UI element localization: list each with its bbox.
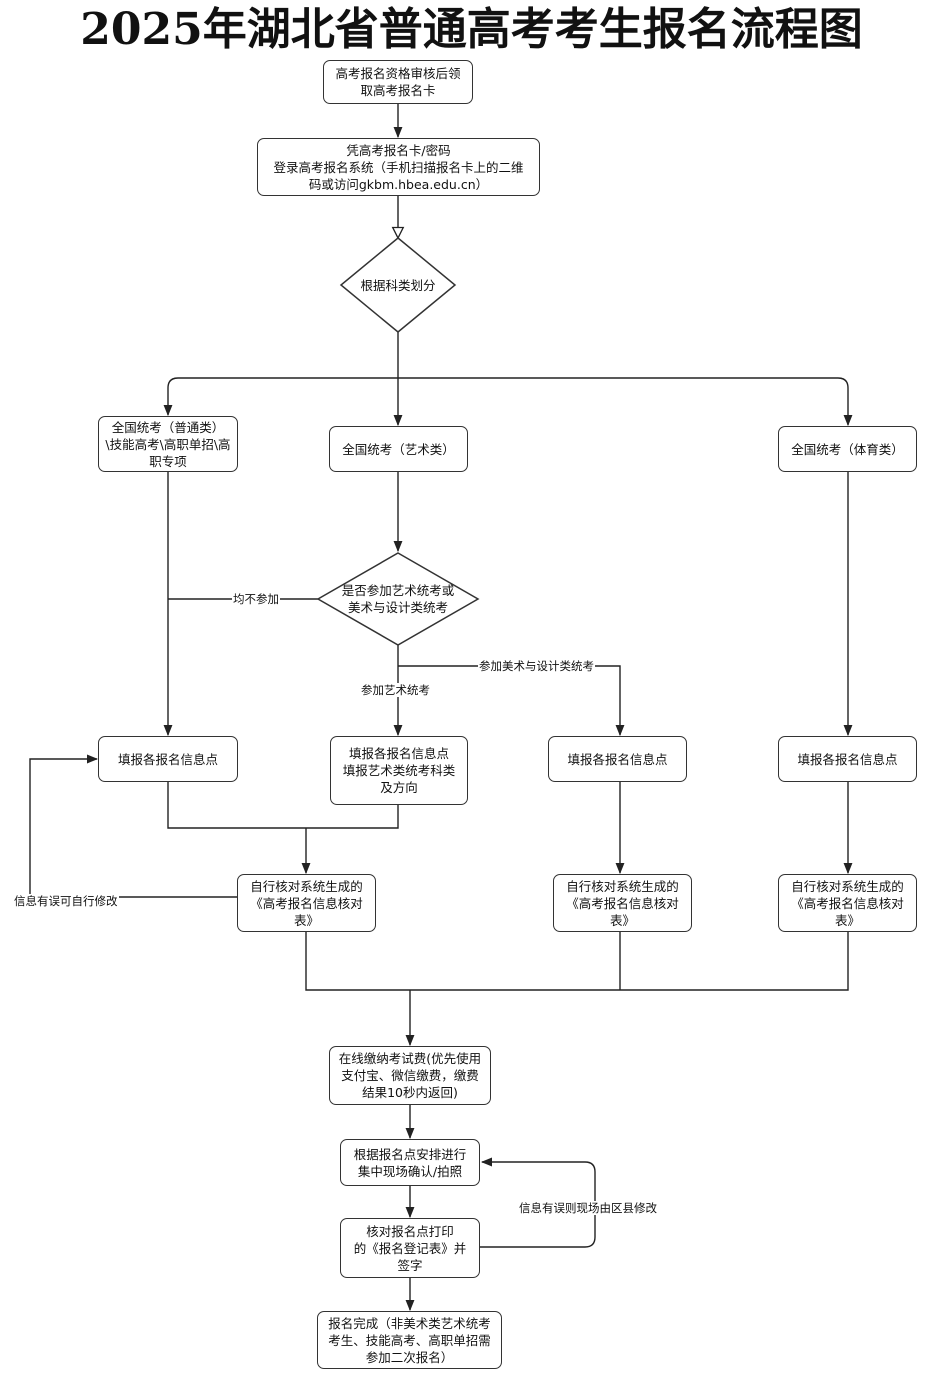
node-print-sign: 核对报名点打印 的《报名登记表》并 签字 — [340, 1218, 480, 1278]
decision-diamond-2 — [316, 552, 480, 646]
node-fill-info-1: 填报各报名信息点 — [98, 736, 238, 782]
node-verify-3: 自行核对系统生成的 《高考报名信息核对 表》 — [778, 874, 917, 932]
node-verify-1: 自行核对系统生成的 《高考报名信息核对 表》 — [237, 874, 376, 932]
edge-v-join — [305, 932, 849, 991]
node-pay-fee: 在线缴纳考试费(优先使用 支付宝、微信缴费，缴费 结果10秒内返回) — [329, 1046, 491, 1105]
edge-label-none: 均不参加 — [232, 592, 280, 606]
node-national-art: 全国统考（艺术类） — [329, 426, 468, 472]
node-verify-2: 自行核对系统生成的 《高考报名信息核对 表》 — [553, 874, 692, 932]
edge-f1-f2-merge — [167, 782, 399, 829]
edge-d2-f3 — [398, 665, 625, 737]
node-fill-info-3: 填报各报名信息点 — [548, 736, 687, 782]
edge-label-self-fix: 信息有误可自行修改 — [13, 894, 119, 908]
page-title: 2025年湖北省普通高考考生报名流程图 — [80, 4, 863, 55]
edge-v1-f1-loop — [29, 754, 237, 898]
edge-split-c1 — [163, 377, 398, 417]
node-login-system: 凭高考报名卡/密码 登录高考报名系统（手机扫描报名卡上的二维 码或访问gkbm.… — [257, 138, 540, 196]
node-registration-done: 报名完成（非美术类艺术统考 考生、技能高考、高职单招需 参加二次报名） — [317, 1311, 502, 1369]
edge-label-design: 参加美术与设计类统考 — [478, 659, 595, 673]
edge-label-art: 参加艺术统考 — [360, 683, 431, 697]
decision-art-exam-label: 是否参加艺术统考或 美术与设计类统考 — [341, 583, 455, 615]
edge-split-c3 — [398, 377, 853, 427]
edge-label-county-fix: 信息有误则现场由区县修改 — [518, 1201, 658, 1215]
decision-category-label: 根据科类划分 — [360, 277, 436, 293]
node-get-card: 高考报名资格审核后领 取高考报名卡 — [323, 60, 473, 104]
node-national-general: 全国统考（普通类） \技能高考\高职单招\高 职专项 — [98, 416, 238, 472]
node-onsite-confirm: 根据报名点安排进行 集中现场确认/拍照 — [340, 1139, 480, 1186]
decision-diamond-1 — [339, 237, 457, 333]
node-fill-info-4: 填报各报名信息点 — [778, 736, 917, 782]
node-fill-info-art: 填报各报名信息点 填报艺术类统考科类 及方向 — [330, 736, 468, 805]
node-national-sports: 全国统考（体育类） — [778, 426, 917, 472]
